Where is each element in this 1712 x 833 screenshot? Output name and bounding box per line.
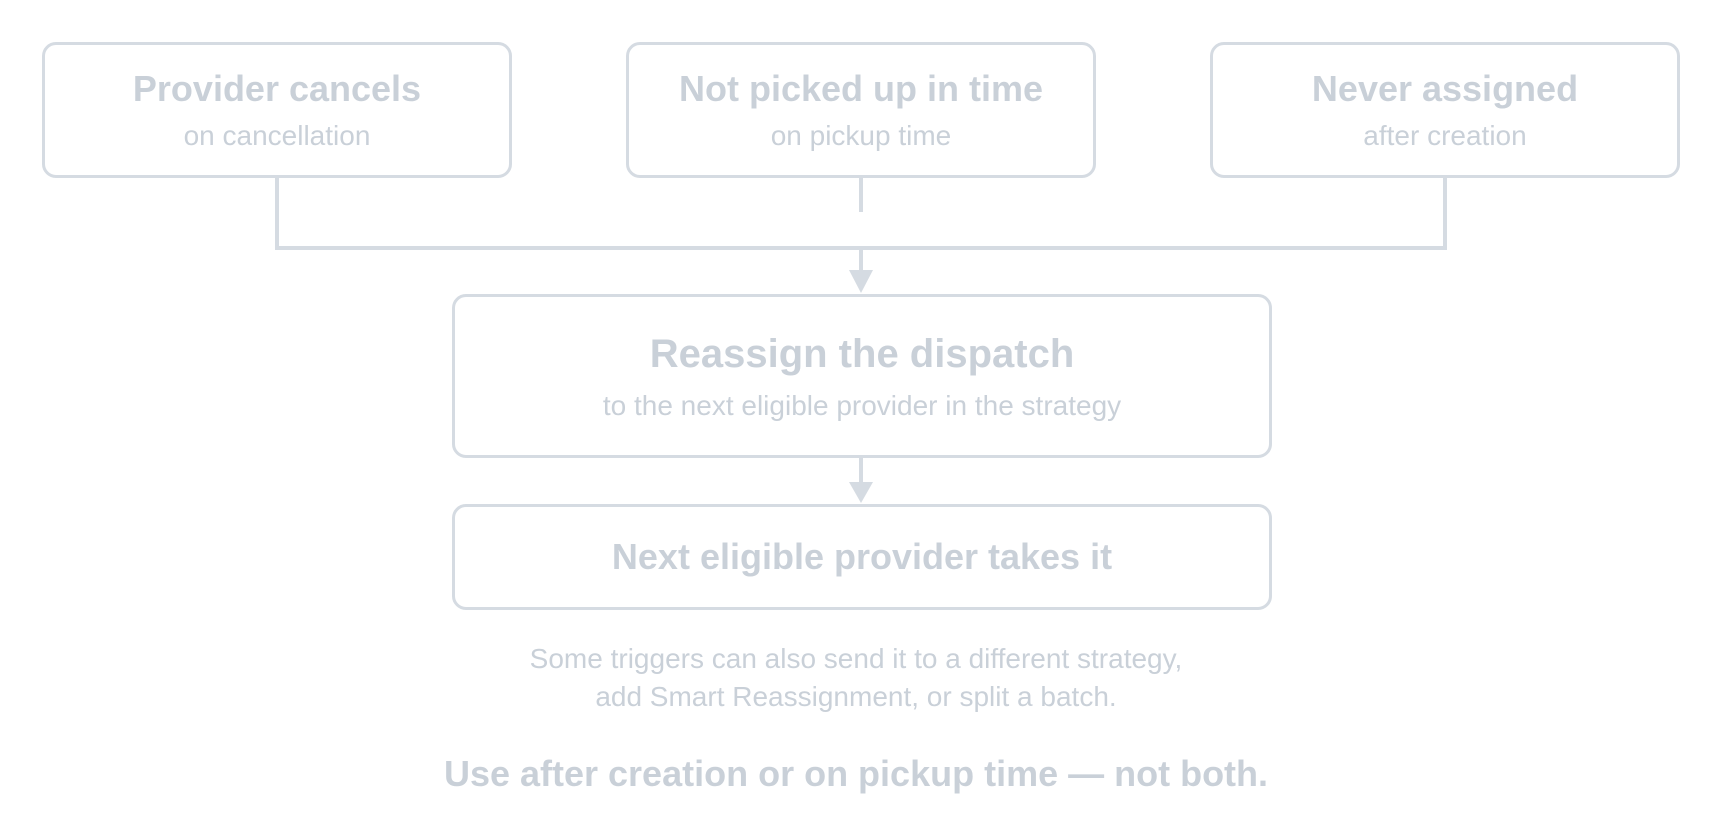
trigger-subtitle: after creation — [1363, 120, 1527, 152]
trigger-title: Never assigned — [1311, 67, 1579, 109]
trigger-subtitle: on pickup time — [770, 120, 952, 152]
trigger-never-assigned: Never assigned after creation — [1210, 42, 1680, 178]
trigger-title: Provider cancels — [132, 67, 422, 109]
reassign-title: Reassign the dispatch — [649, 331, 1075, 376]
arrowhead-to-next — [849, 482, 873, 503]
additional-options-note: Some triggers can also send it to a diff… — [356, 640, 1356, 716]
next-provider-title: Next eligible provider takes it — [611, 536, 1113, 578]
arrowhead-to-reassign — [849, 270, 873, 293]
note-line-1: Some triggers can also send it to a diff… — [529, 643, 1183, 674]
note-line-2: add Smart Reassignment, or split a batch… — [595, 681, 1117, 712]
trigger-title: Not picked up in time — [678, 67, 1044, 109]
trigger-not-picked-up: Not picked up in time on pickup time — [626, 42, 1096, 178]
reassign-dispatch-node: Reassign the dispatch to the next eligib… — [452, 294, 1272, 458]
reassign-subtitle: to the next eligible provider in the str… — [602, 389, 1122, 421]
trigger-subtitle: on cancellation — [183, 120, 371, 152]
usage-footer-note: Use after creation or on pickup time — n… — [443, 753, 1269, 794]
next-provider-node: Next eligible provider takes it — [452, 504, 1272, 610]
trigger-provider-cancels: Provider cancels on cancellation — [42, 42, 512, 178]
